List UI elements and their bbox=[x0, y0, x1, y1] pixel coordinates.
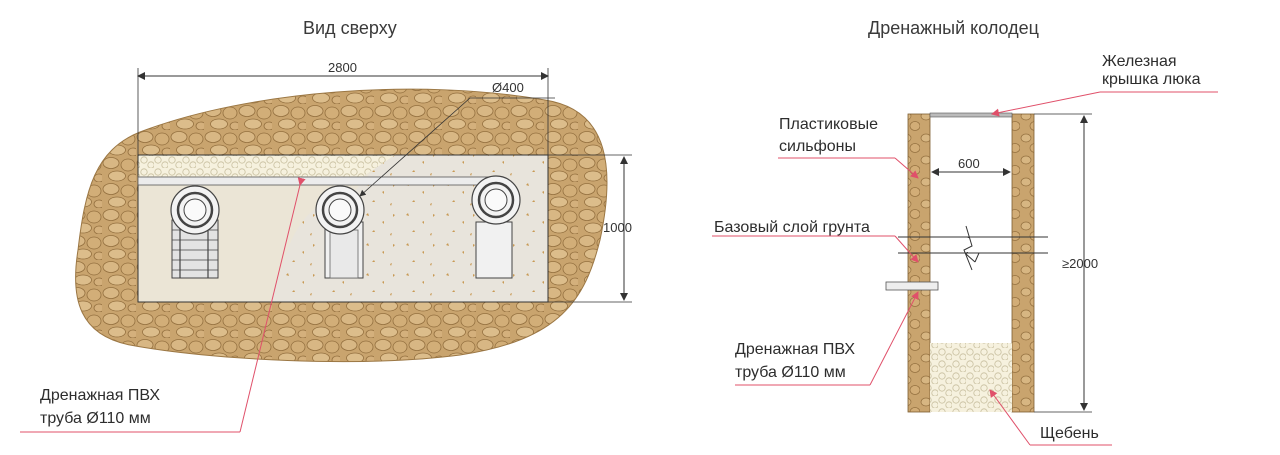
gravel-fill bbox=[930, 343, 1012, 412]
manhole-lid bbox=[929, 112, 1013, 118]
bellows-label-line1: Пластиковые bbox=[779, 116, 878, 133]
soil-layer-label: Базовый слой грунта bbox=[714, 219, 870, 236]
well-section bbox=[712, 91, 1218, 446]
bellows-right bbox=[471, 175, 521, 279]
gravel-label: Щебень bbox=[1040, 425, 1099, 442]
well-pipe-label-line1: Дренажная ПВХ bbox=[735, 341, 856, 358]
drain-pipe-inlet bbox=[885, 281, 939, 291]
well-title: Дренажный колодец bbox=[868, 18, 1039, 38]
top-pipe-label-line2: труба Ø110 мм bbox=[40, 410, 151, 427]
bellows-left bbox=[170, 185, 220, 279]
diameter-dimension-label: Ø400 bbox=[492, 80, 524, 95]
bellows-label-line2: сильфоны bbox=[779, 138, 857, 155]
lid-label-line1: Железная bbox=[1102, 53, 1177, 70]
depth-dimension-label: 1000 bbox=[603, 220, 632, 235]
well-pipe-label-line2: труба Ø110 мм bbox=[735, 364, 846, 381]
bellows-middle bbox=[315, 185, 365, 279]
height-dimension-label: ≥2000 bbox=[1062, 256, 1099, 271]
inner-width-dimension-label: 600 bbox=[958, 156, 980, 171]
top-view bbox=[20, 68, 632, 433]
well-wall-left bbox=[907, 113, 931, 413]
well-wall-right bbox=[1011, 113, 1035, 413]
width-dimension-label: 2800 bbox=[328, 60, 357, 75]
drain-pipe-horizontal bbox=[137, 176, 499, 186]
top-view-title: Вид сверху bbox=[303, 18, 397, 38]
top-pipe-label-line1: Дренажная ПВХ bbox=[40, 387, 161, 404]
lid-label-line2: крышка люка bbox=[1102, 71, 1201, 88]
